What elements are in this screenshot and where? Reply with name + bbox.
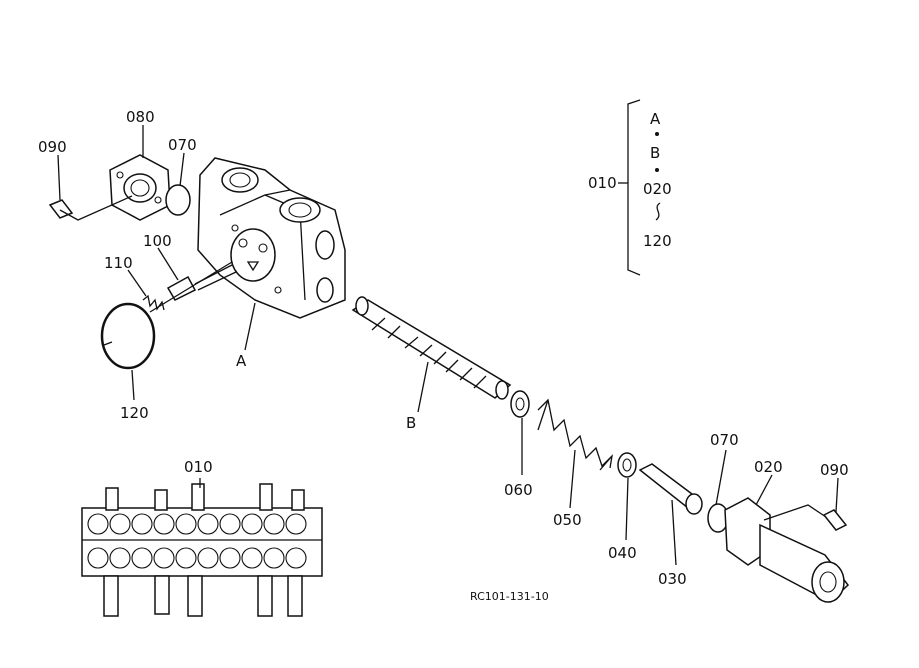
label-070-bottom: 070 [710,431,739,449]
part-040-washer [617,452,637,478]
part-100-plunger [166,264,237,301]
label-070-top: 070 [168,136,197,154]
label-020: 020 [754,458,783,476]
label-010-assembly: 010 [184,458,213,476]
part-B-spool [351,296,512,400]
part-110-spring [142,294,165,311]
label-050: 050 [553,511,582,529]
drawing-code: RC101-131-10 [470,590,549,603]
leader-lines [57,125,839,566]
label-090-bottom: 090 [820,461,849,479]
label-060: 060 [504,481,533,499]
legend-bracket [618,99,661,276]
label-040: 040 [608,544,637,562]
label-080: 080 [126,108,155,126]
part-020-cap [724,497,850,603]
legend-item-120: 120 [643,232,672,250]
label-B: B [406,414,416,432]
legend-item-020: 020 [643,180,672,198]
part-A-valve-body [197,157,346,319]
part-070-oring-top [165,184,191,216]
assembly-spools [103,483,305,617]
legend-item-B: B [650,144,660,162]
assembly-010-view [81,483,323,617]
legend-group-label: 010 [588,174,617,192]
label-110: 110 [104,254,133,272]
label-A: A [236,352,247,370]
part-060-washer [510,390,530,418]
label-090-top: 090 [38,138,67,156]
label-100: 100 [143,232,172,250]
part-080-cover [109,154,171,221]
assembly-circles [87,513,307,569]
part-050-spring [537,398,613,471]
legend-item-A: A [650,110,661,128]
label-030: 030 [658,570,687,588]
part-090-bolt-bottom [763,504,848,531]
part-030-bolt [638,463,703,515]
label-120-left: 120 [120,404,149,422]
part-090-bolt-top [48,195,133,221]
part-120-oring-left [100,261,233,370]
